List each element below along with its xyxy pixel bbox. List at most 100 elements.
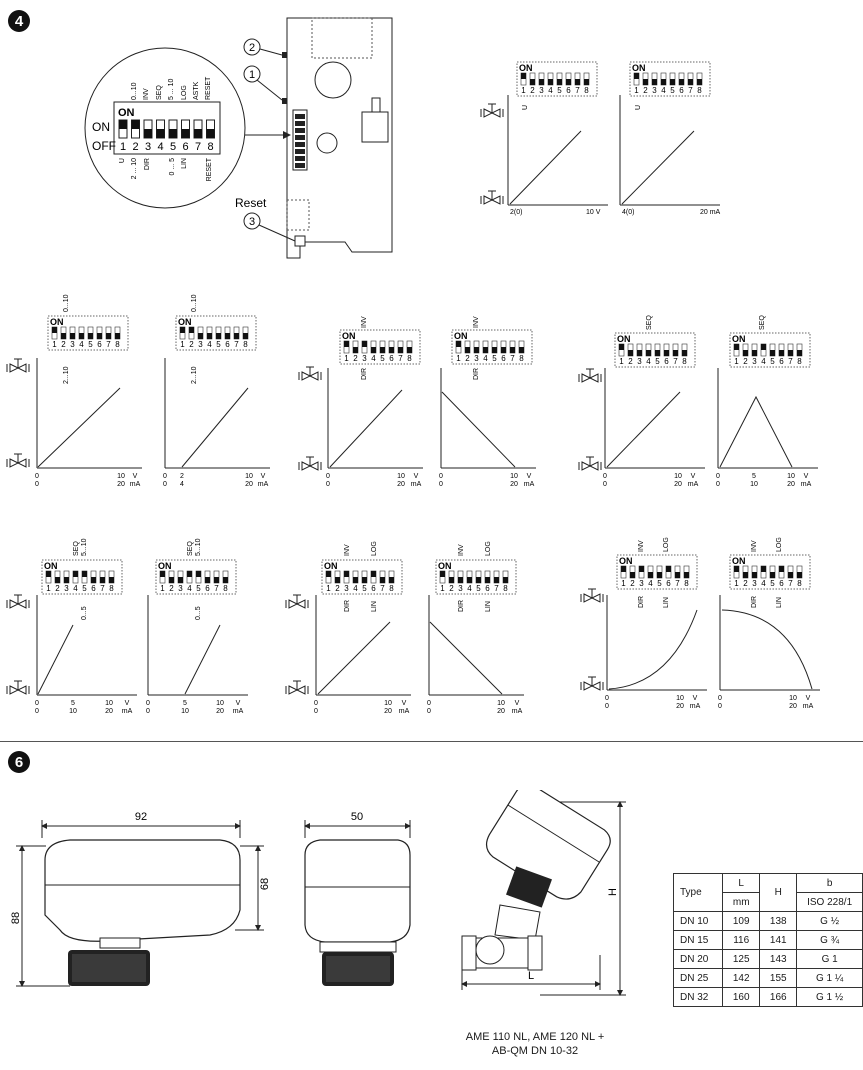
dip-top-label: SEQ	[156, 85, 163, 100]
mini-dip-knob	[684, 572, 689, 578]
section-6-figure: 92 88 68 50 H L	[10, 790, 626, 996]
graph-label: U	[522, 105, 529, 110]
graph-label: LIN	[371, 601, 378, 612]
graph-label: 0	[439, 473, 443, 480]
mini-dip-header: ON	[619, 556, 633, 566]
mini-dip-knob	[673, 350, 678, 356]
valve-closed-icon	[480, 190, 504, 205]
graph-label: 4(0)	[622, 209, 634, 216]
section-6-badge: 6	[8, 751, 30, 773]
dip-top-label: 0...10	[131, 82, 138, 100]
graph-label: mA	[688, 481, 699, 488]
graph-label: DIR	[458, 600, 465, 612]
mini-dip-number: 7	[214, 584, 219, 593]
mini-dip-knob	[761, 344, 766, 350]
mini-dip-knob	[371, 571, 376, 577]
graph-label: 5...10	[81, 538, 88, 556]
graph-label: 0	[605, 695, 609, 702]
graph-label: 0	[605, 703, 609, 710]
mini-dip-number: 2	[643, 86, 648, 95]
mini-dip-number: 1	[180, 340, 185, 349]
mini-dip-number: 6	[666, 579, 671, 588]
mini-dip-number: 4	[648, 579, 653, 588]
table-cell: 166	[759, 987, 798, 1007]
graph-label: V	[125, 700, 130, 707]
table-cell: 138	[759, 911, 798, 931]
mini-dip-knob	[655, 350, 660, 356]
mini-dip-knob	[752, 572, 757, 578]
mini-dip-number: 1	[456, 354, 461, 363]
mini-dip-knob	[380, 577, 385, 583]
mini-dip-number: 4	[761, 579, 766, 588]
col-type: Type	[672, 873, 724, 912]
mini-dip-number: 2	[55, 584, 60, 593]
mini-dip-number: 2	[530, 86, 535, 95]
mini-dip-number: 4	[187, 584, 192, 593]
dip-knob	[206, 129, 215, 138]
graph-label: INV	[638, 540, 645, 552]
mini-dip-header: ON	[50, 317, 64, 327]
graph-label: V	[804, 473, 809, 480]
mini-dip-knob	[788, 350, 793, 356]
mini-dip-knob	[530, 79, 535, 85]
mini-dip-knob	[476, 577, 481, 583]
graph-label: mA	[122, 708, 133, 715]
mini-dip-number: 6	[566, 86, 571, 95]
dip-bottom-label: RESET	[206, 157, 213, 181]
mini-dip-number: 8	[697, 86, 702, 95]
mini-dip-knob	[575, 79, 580, 85]
mini-dip-knob	[362, 341, 367, 347]
valve-open-icon	[6, 594, 30, 609]
mini-dip-header: ON	[732, 556, 746, 566]
table-cell: G ¾	[796, 930, 863, 950]
mini-dip-number: 1	[619, 357, 624, 366]
graph-label: 5	[183, 700, 187, 707]
mini-dip-number: 2	[630, 579, 635, 588]
mini-dip-number: 1	[344, 354, 349, 363]
mini-dip-knob	[761, 566, 766, 572]
mini-dip-number: 1	[734, 357, 739, 366]
graph-label: V	[261, 473, 266, 480]
dip-knob	[119, 120, 127, 129]
mini-dip-number: 8	[684, 579, 689, 588]
valve-closed-icon	[298, 456, 322, 471]
mini-dip-knob	[770, 350, 775, 356]
table-cell: G 1 ½	[796, 987, 863, 1007]
dip-top-label: ASTK	[193, 81, 200, 100]
mini-dip-number: 4	[761, 357, 766, 366]
mini-dip-knob	[398, 347, 403, 353]
graph-label: V	[806, 695, 811, 702]
mini-dip-header: ON	[632, 63, 646, 73]
graph-label: 0...5	[195, 606, 202, 620]
table-cell: G ½	[796, 911, 863, 931]
mini-dip-number: 8	[797, 357, 802, 366]
mini-dip-knob	[115, 333, 120, 339]
mini-dip-knob	[243, 333, 248, 339]
graph-label: 20	[510, 481, 518, 488]
mini-dip-knob	[657, 572, 662, 578]
svg-text:1: 1	[249, 69, 255, 81]
mini-dip-knob	[670, 79, 675, 85]
mini-dip-knob	[539, 79, 544, 85]
mini-dip-knob	[503, 577, 508, 583]
dip-number: 5	[170, 141, 176, 153]
graph-label: 5...10	[195, 538, 202, 556]
mini-dip-header: ON	[178, 317, 192, 327]
dip-number: 8	[207, 141, 213, 153]
mini-dip-number: 4	[483, 354, 488, 363]
mini-dip-knob	[797, 350, 802, 356]
mini-dip-header: ON	[519, 63, 533, 73]
mini-dip-number: 5	[655, 357, 660, 366]
mini-dip-knob	[187, 571, 192, 577]
mini-dip-number: 3	[178, 584, 183, 593]
valve-caption: AME 110 NL, AME 120 NL + AB-QM DN 10-32	[455, 1030, 615, 1058]
mini-dip-number: 2	[628, 357, 633, 366]
caption-line-1: AME 110 NL, AME 120 NL +	[465, 1031, 605, 1043]
graph-label: 0	[326, 481, 330, 488]
